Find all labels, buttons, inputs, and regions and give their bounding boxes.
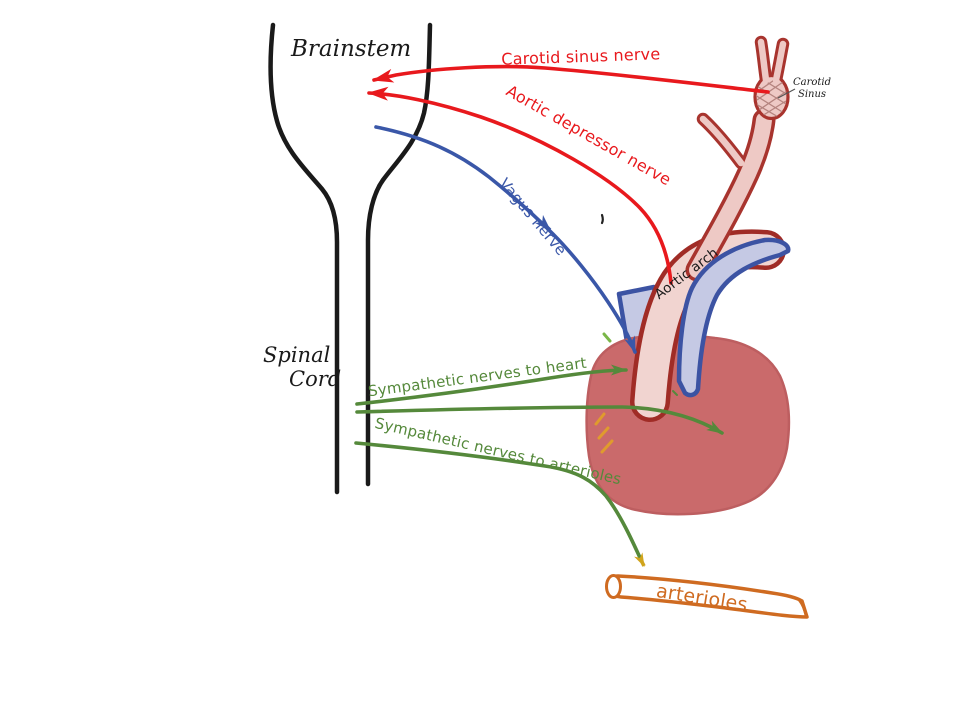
arteriole-end-fold: [797, 598, 808, 618]
stray-green-dash: [602, 332, 612, 343]
stray-marks: [594, 213, 678, 454]
cns-outline: [268, 22, 433, 495]
spinal-cord-label-line1: Spinal: [263, 343, 330, 367]
carotid-prong-left-body: [757, 38, 770, 84]
pulmonary-vessel: [676, 237, 791, 398]
aortic-depressor-nerve-line: [367, 86, 673, 285]
ink-stray-mark: [600, 213, 604, 225]
sympathetic-arterioles-line: [354, 441, 643, 562]
heart-hatch-marks: [594, 412, 614, 454]
vagus-nerve-mid-arrow: [534, 214, 552, 232]
carotid-branch-body: [699, 115, 745, 167]
carotid-trunk-body: [689, 112, 772, 278]
sympathetic-heart-line-lower: [355, 405, 724, 435]
carotid-artery: [685, 35, 790, 282]
carotid-prong-right-body: [772, 40, 787, 84]
carotid-sinus-nerve-line: [372, 64, 770, 94]
carotid-sinus-label-line1: Carotid: [793, 77, 831, 88]
sympathetic-heart-line-upper: [355, 364, 628, 406]
sympathetic-arterioles-gold-tip: [634, 552, 646, 568]
carotid-sinus-label-line2: Sinus: [798, 89, 826, 100]
spinal-cord-label-line2: Cord: [289, 367, 341, 391]
cns-outline-right: [365, 22, 433, 487]
vagus-nerve-label: Vagus nerve: [495, 175, 570, 259]
arteriole-endcap: [605, 574, 622, 599]
vagus-nerve-line: [374, 125, 637, 354]
cns-outline-left: [268, 22, 340, 495]
carotid-sinus-pointer-line: [777, 88, 796, 99]
carotid-sinus-nerve-label: Carotid sinus nerve: [501, 44, 661, 69]
arteriole-vessel: [605, 574, 809, 619]
stray-green-speck: [672, 390, 678, 396]
brainstem-label: Brainstem: [290, 36, 411, 62]
